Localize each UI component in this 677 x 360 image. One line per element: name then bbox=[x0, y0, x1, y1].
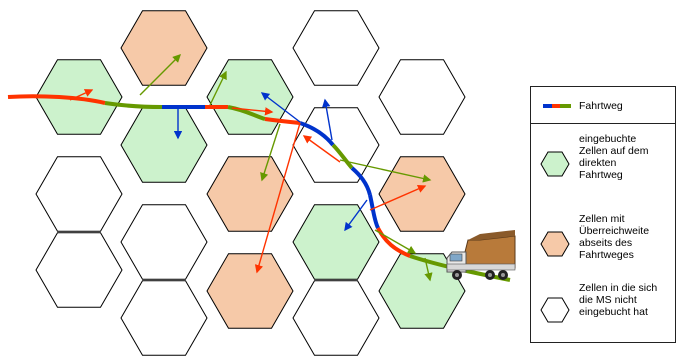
legend-unregistered-label: Zellen in die sich die MS nicht eingebuc… bbox=[579, 282, 658, 318]
legend: Fahrtweg eingebuchte Zellen auf dem dire… bbox=[530, 86, 676, 343]
direct-route-cell bbox=[206, 59, 294, 135]
signal-arrow bbox=[424, 257, 433, 282]
route-segment bbox=[350, 166, 372, 196]
route-segment bbox=[331, 143, 354, 170]
signal-arrow bbox=[209, 70, 227, 106]
legend-divider bbox=[531, 123, 675, 124]
signal-arrow bbox=[344, 199, 368, 232]
route-segment bbox=[7, 94, 106, 105]
white-hex-swatch-icon bbox=[540, 297, 570, 323]
direct-route-cell bbox=[378, 253, 466, 329]
unregistered-cell bbox=[35, 232, 123, 308]
unregistered-cell bbox=[292, 107, 380, 183]
unregistered-cell bbox=[35, 156, 123, 232]
route-swatch-icon bbox=[543, 104, 571, 108]
legend-overreach-cells: Zellen mit Überreichweite abseits des Fa… bbox=[531, 208, 677, 292]
hex-cell-grid bbox=[35, 10, 466, 356]
direct-route-cell bbox=[120, 107, 208, 183]
legend-route-label: Fahrtweg bbox=[579, 100, 623, 112]
route-segment bbox=[376, 227, 411, 258]
route-segment bbox=[264, 117, 301, 125]
direct-route-cell bbox=[292, 204, 380, 280]
signal-arrow bbox=[139, 54, 181, 96]
legend-unregistered-cells: Zellen in die sich die MS nicht eingebuc… bbox=[531, 282, 677, 342]
signal-arrow bbox=[231, 107, 274, 116]
overreach-cell bbox=[206, 253, 294, 329]
signal-arrow bbox=[374, 229, 417, 254]
overreach-cell bbox=[378, 156, 466, 232]
unregistered-cell bbox=[292, 10, 380, 86]
signal-arrow bbox=[260, 92, 301, 123]
green-hex-swatch-icon bbox=[540, 151, 570, 177]
delivery-truck-icon bbox=[446, 230, 516, 280]
unregistered-cell bbox=[378, 59, 466, 135]
unregistered-cell bbox=[120, 204, 208, 280]
signal-arrow bbox=[260, 123, 281, 182]
overreach-cell bbox=[120, 10, 208, 86]
signal-arrow bbox=[69, 89, 94, 101]
signal-arrow bbox=[339, 159, 432, 183]
route-segment bbox=[299, 121, 335, 147]
signal-arrow bbox=[254, 122, 301, 274]
signal-arrows bbox=[69, 54, 433, 282]
legend-direct-label: eingebuchte Zellen auf dem direkten Fahr… bbox=[579, 133, 649, 181]
legend-direct-cells: eingebuchte Zellen auf dem direkten Fahr… bbox=[531, 124, 677, 208]
legend-overreach-label: Zellen mit Überreichweite abseits des Fa… bbox=[579, 213, 650, 261]
signal-arrow bbox=[369, 184, 427, 211]
unregistered-cell bbox=[292, 280, 380, 356]
unregistered-cell bbox=[120, 280, 208, 356]
signal-arrow bbox=[322, 98, 333, 141]
route-segment bbox=[104, 101, 163, 109]
overreach-cell bbox=[206, 156, 294, 232]
route-segment bbox=[368, 194, 380, 229]
signal-arrow bbox=[302, 135, 341, 163]
orange-hex-swatch-icon bbox=[540, 231, 570, 257]
legend-route: Fahrtweg bbox=[531, 87, 677, 123]
